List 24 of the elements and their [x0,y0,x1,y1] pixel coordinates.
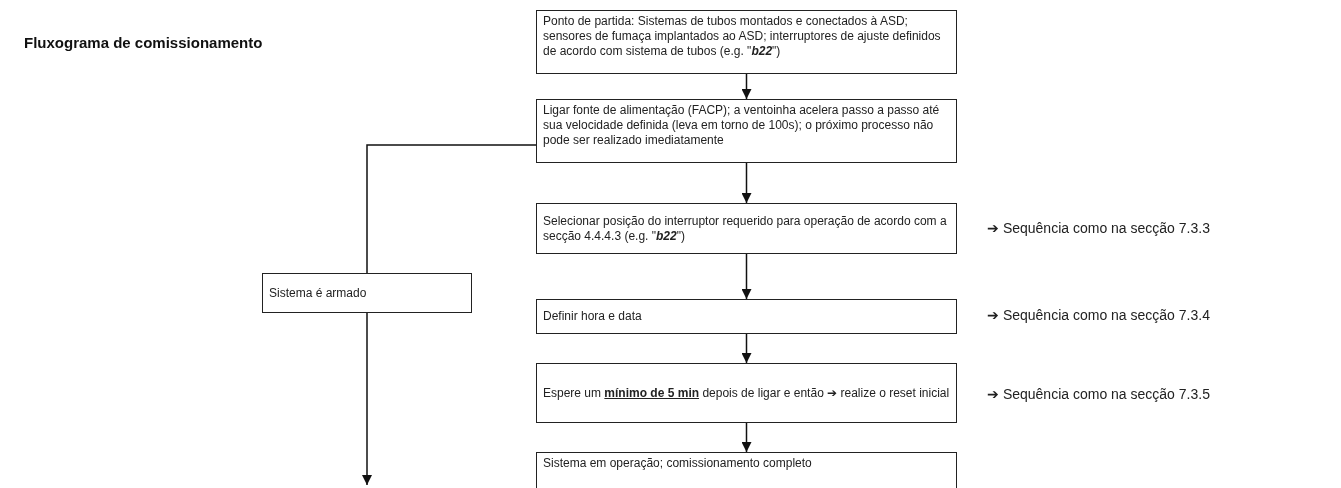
arrow [362,312,372,486]
arrow [741,253,752,300]
arrow [741,333,752,364]
step-text: Sistema é armado [269,285,367,301]
step-text: Ligar fonte de alimentação (FACP); a ventoinha acelera passo a passo até sua velocidade definida (leva em torno de 100s); o próximo processo não pode ser realizado imediatamente [543,103,941,148]
section-reference: ➔ Sequência como na secção 7.3.3 [987,220,1210,236]
arrow [741,162,752,204]
process-box [262,273,472,313]
process-box [536,203,957,254]
diagram-title: Fluxograma de comissionamento [24,34,264,51]
process-box [536,363,957,423]
step-text: Ponto de partida: Sistemas de tubos montados e conectados à ASD; sensores de fumaça implantados ao ASD; interruptores de ajuste definidos de acordo com sistema de tubos (e.g. "b22") [543,14,942,59]
process-box [536,10,957,74]
step-text: Selecionar posição do interruptor requerido para operação de acordo com a secção 4.4.4.3 (e.g. "b22") [543,213,948,244]
process-box [536,452,957,488]
step-text: Espere um mínimo de 5 min depois de ligar e então ➔ realize o reset inicial [543,385,950,401]
step-text: Sistema em operação; comissionamento completo [543,456,812,471]
section-reference: ➔ Sequência como na secção 7.3.5 [987,386,1210,402]
step-text: Definir hora e data [543,309,642,324]
arrow [741,422,752,453]
section-reference: ➔ Sequência como na secção 7.3.4 [987,307,1210,323]
process-box [536,99,957,163]
arrow [741,73,752,100]
process-box [536,299,957,334]
